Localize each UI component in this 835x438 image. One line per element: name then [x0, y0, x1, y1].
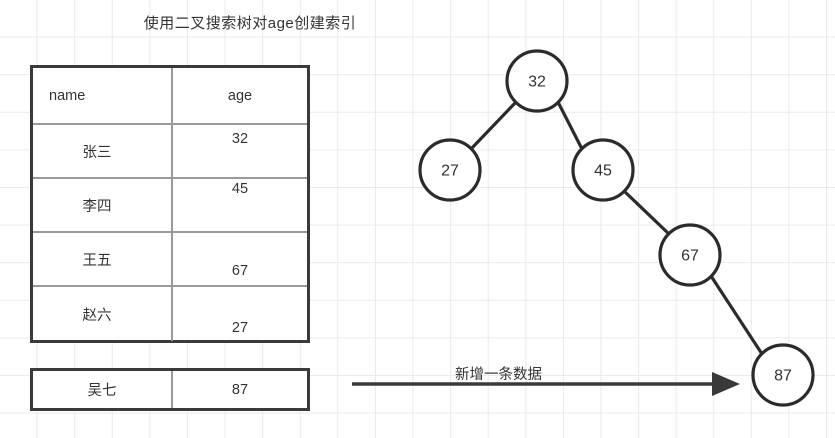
cell-age-label: 32 — [231, 131, 249, 147]
new-record-name-label: 吴七 — [87, 383, 117, 399]
diagram-title: 使用二叉搜索树对age创建索引 — [143, 15, 357, 32]
tree-node-circle — [505, 49, 569, 113]
cell-name-label: 王五 — [82, 252, 112, 269]
column-header-name-label: name — [49, 87, 86, 104]
new-record-name-cell: 吴七 — [33, 371, 173, 408]
table-header-row: name age — [33, 68, 307, 125]
cell-age: 67 — [173, 233, 307, 285]
column-header-name: name — [33, 68, 173, 123]
cell-age: 32 — [173, 125, 307, 177]
tree-node-label: 27 — [441, 163, 459, 180]
arrow-head-icon — [712, 372, 740, 396]
tree-node-label: 87 — [774, 368, 792, 385]
flow-arrow — [352, 372, 740, 396]
cell-age-label: 45 — [231, 181, 249, 197]
arrow-label: 新增一条数据 — [455, 367, 542, 383]
tree-edge-32-27 — [469, 100, 518, 151]
new-record-age-cell: 87 — [173, 371, 307, 408]
tree-node-circle — [418, 138, 482, 202]
tree-node-label: 45 — [594, 163, 612, 180]
column-header-age-label: age — [227, 87, 253, 104]
tree-node-circle — [751, 343, 815, 407]
cell-age: 45 — [173, 179, 307, 231]
tree-edge-45-67 — [622, 189, 671, 236]
table-row: 王五 67 — [33, 233, 307, 287]
cell-name-label: 赵六 — [82, 307, 112, 324]
tree-edge-67-87 — [709, 275, 764, 355]
cell-name: 张三 — [33, 125, 173, 177]
cell-name: 赵六 — [33, 287, 173, 341]
table-row: 赵六 27 — [33, 287, 307, 341]
new-record-age-label: 87 — [231, 381, 249, 398]
cell-age-label: 27 — [231, 320, 249, 336]
data-table: name age 张三 32 李四 45 王五 — [30, 65, 310, 343]
tree-node-27: 27 — [418, 138, 482, 202]
tree-node-label: 32 — [528, 74, 546, 91]
tree-node-circle — [658, 223, 722, 287]
tree-edge-32-45 — [556, 101, 584, 150]
new-record-table: 吴七 87 — [30, 368, 310, 411]
tree-node-circle — [571, 138, 635, 202]
cell-name-label: 张三 — [82, 144, 112, 161]
tree-node-label: 67 — [681, 248, 699, 265]
table-row: 张三 32 — [33, 125, 307, 179]
cell-age: 27 — [173, 287, 307, 341]
column-header-age: age — [173, 68, 307, 123]
cell-name-label: 李四 — [82, 198, 112, 215]
tree-node-45: 45 — [571, 138, 635, 202]
cell-age-label: 67 — [231, 263, 249, 279]
table-row: 李四 45 — [33, 179, 307, 233]
tree-node-87: 87 — [751, 343, 815, 407]
tree-node-32: 32 — [505, 49, 569, 113]
tree-node-67: 67 — [658, 223, 722, 287]
cell-name: 王五 — [33, 233, 173, 285]
cell-name: 李四 — [33, 179, 173, 231]
